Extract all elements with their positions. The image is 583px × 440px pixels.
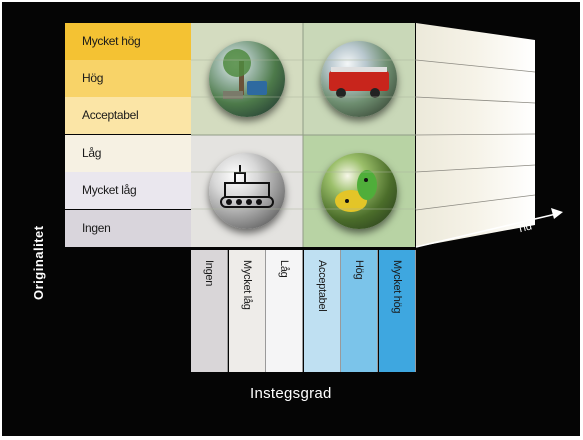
sphere-tank-sketch xyxy=(209,153,285,229)
time-arrow-head xyxy=(551,208,563,219)
sphere-tree-machine xyxy=(209,41,285,117)
col-label-lag: Låg xyxy=(266,250,303,372)
sphere-creature xyxy=(321,153,397,229)
quadrant-top-right xyxy=(303,23,415,135)
col-label-acceptabel: Acceptabel xyxy=(304,250,341,372)
quadrant-bottom-right xyxy=(303,135,415,247)
row-label-hog: Hög xyxy=(65,60,191,97)
quadrant-top-left xyxy=(191,23,303,135)
col-label-ingen: Ingen xyxy=(191,250,228,372)
tree-machine-illustration xyxy=(223,49,267,99)
x-axis-label: Instegsgrad xyxy=(250,385,332,402)
row-label-ingen: Ingen xyxy=(65,210,191,247)
row-label-acceptabel: Acceptabel xyxy=(65,97,191,134)
tank-sketch-illustration xyxy=(220,165,274,208)
row-label-mycket-hog: Mycket hög xyxy=(65,23,191,60)
quadrant-grid xyxy=(191,23,416,247)
row-label-lag: Låg xyxy=(65,135,191,172)
sphere-fire-engine xyxy=(321,41,397,117)
creature-illustration xyxy=(335,170,377,212)
time-arrow-line xyxy=(415,213,557,248)
quadrant-bottom-left xyxy=(191,135,303,247)
col-label-mycket-lag: Mycket låg xyxy=(229,250,266,372)
row-label-mycket-lag: Mycket låg xyxy=(65,172,191,209)
y-axis-label: Originalitet xyxy=(31,225,46,300)
col-label-hog: Hög xyxy=(341,250,378,372)
fire-engine-illustration xyxy=(329,67,389,98)
time-panel-lines xyxy=(415,59,536,211)
time-panel-face xyxy=(416,23,535,247)
grid-lines xyxy=(191,23,416,247)
col-label-mycket-hog: Mycket hög xyxy=(379,250,416,372)
